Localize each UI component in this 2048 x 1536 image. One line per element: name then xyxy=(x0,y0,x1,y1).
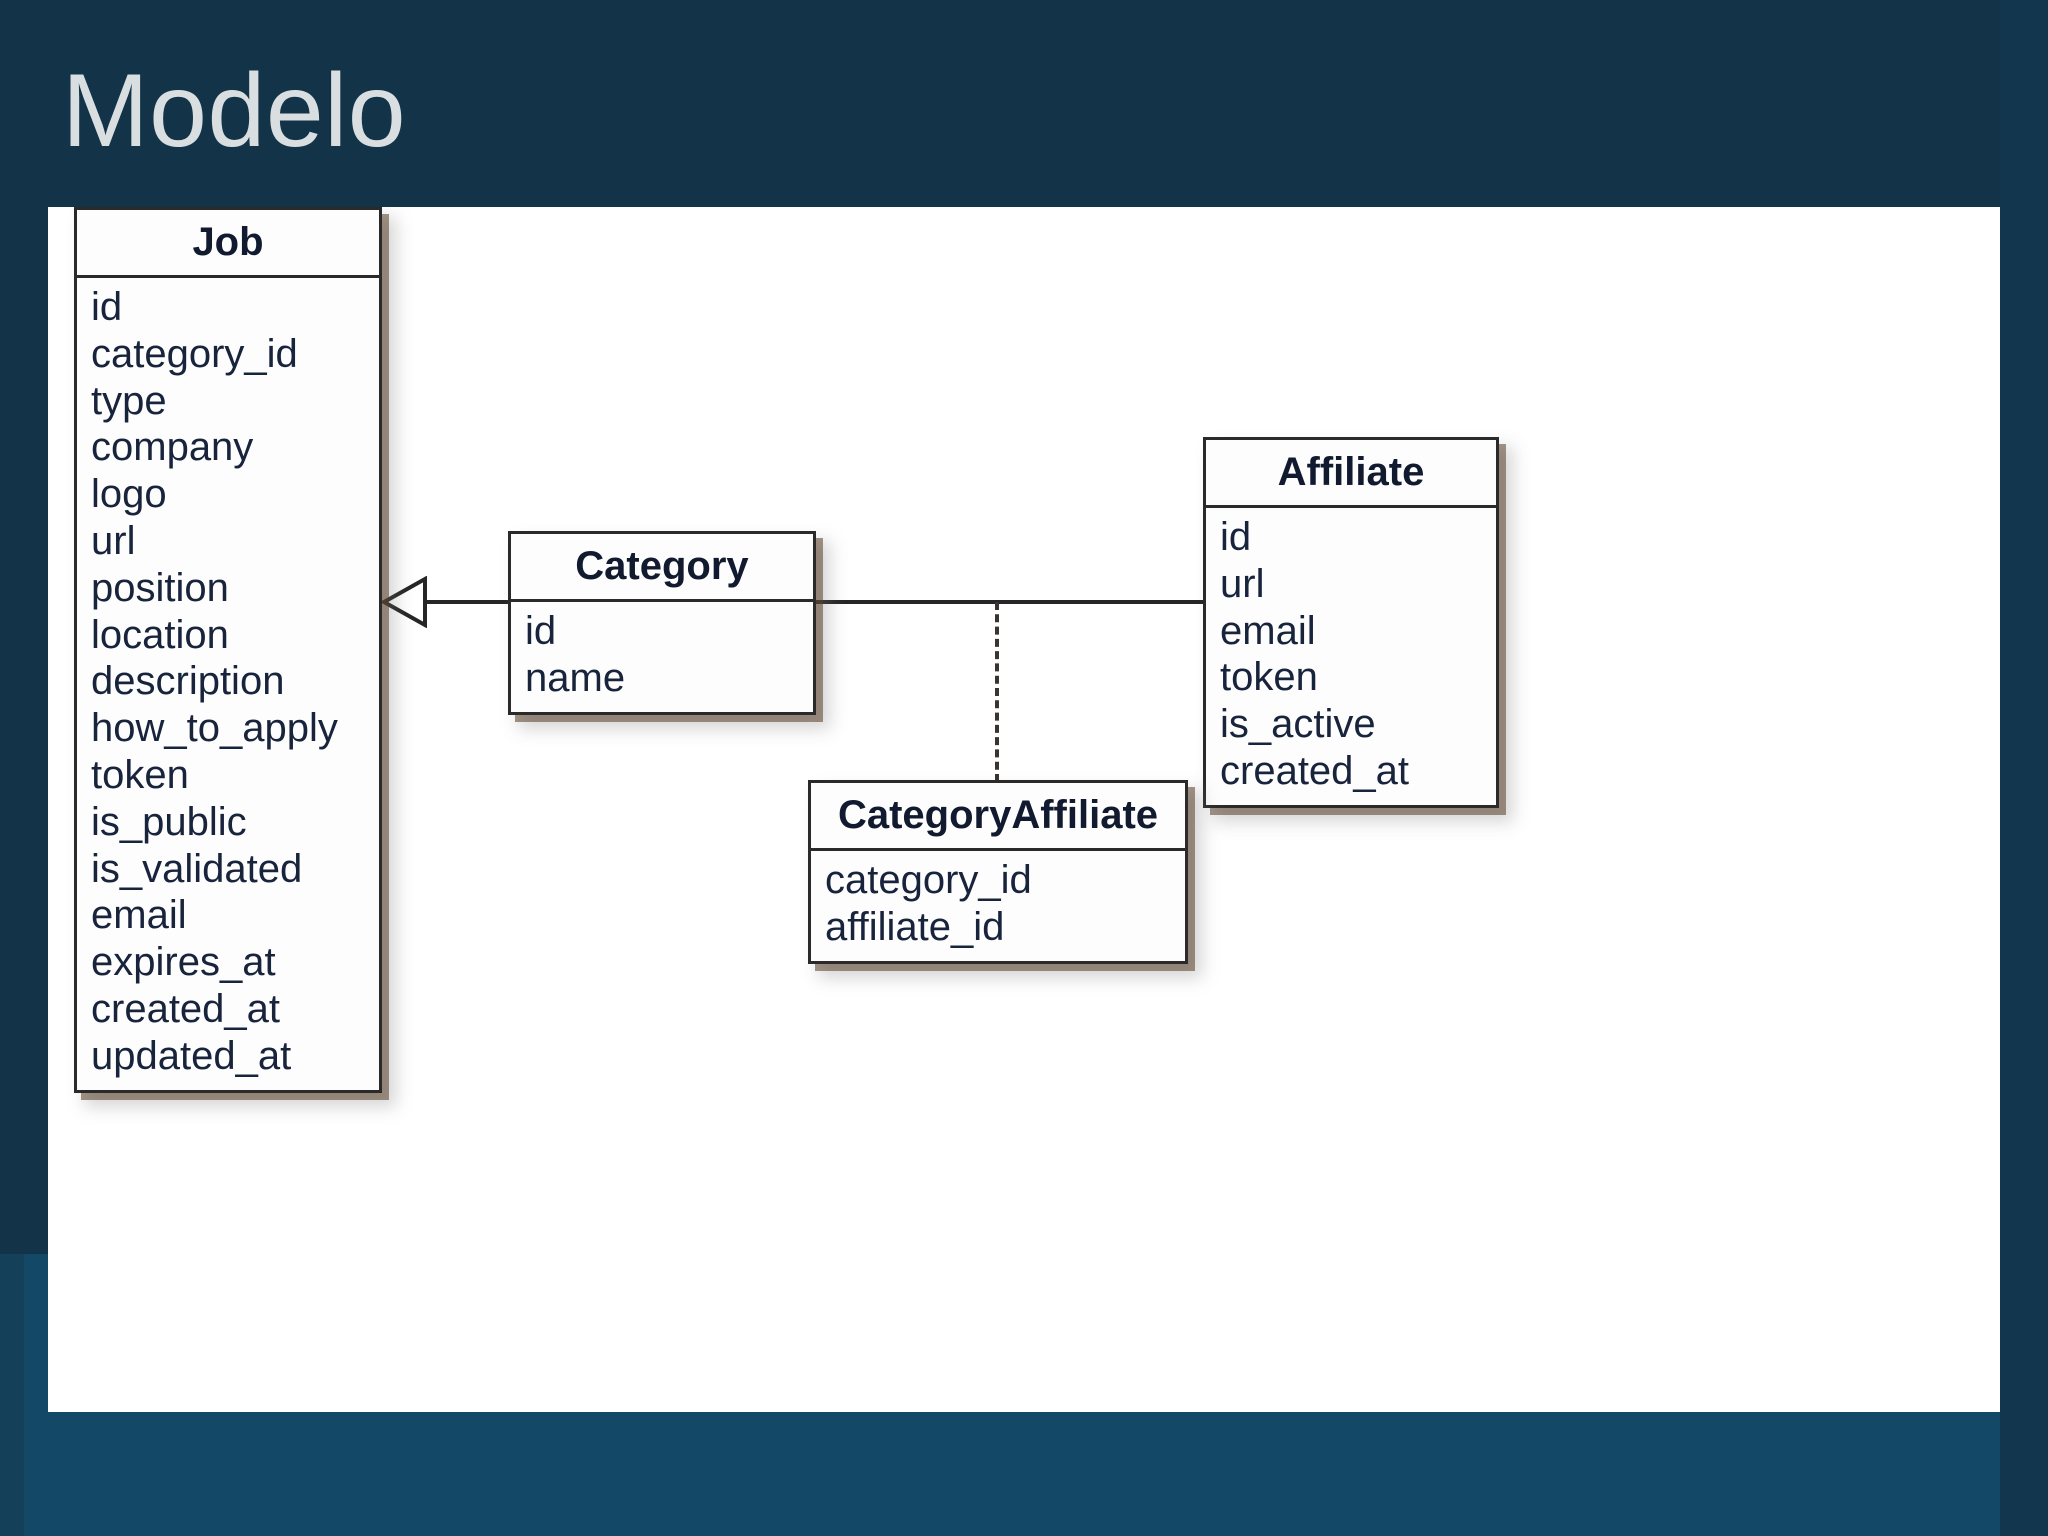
slide-background-right-band xyxy=(2000,0,2048,1536)
uml-field: affiliate_id xyxy=(825,904,1005,949)
connector-category-to-job-line xyxy=(419,600,511,604)
uml-class-category[interactable]: Category id name xyxy=(508,531,816,715)
uml-field: company xyxy=(91,425,254,470)
uml-field: is_validated xyxy=(91,846,303,891)
uml-field-list: id name xyxy=(511,602,813,712)
diagram-panel: Job id category_id type company logo url… xyxy=(48,207,2000,1412)
uml-class-job[interactable]: Job id category_id type company logo url… xyxy=(74,207,382,1093)
uml-field: category_id xyxy=(825,858,1032,902)
uml-field: name xyxy=(525,655,626,700)
uml-class-title: Job xyxy=(77,210,379,278)
uml-field: created_at xyxy=(1220,748,1410,793)
slide-background-lower-left-band xyxy=(0,1254,24,1536)
uml-field: id xyxy=(91,285,123,329)
uml-field: expires_at xyxy=(91,940,276,985)
connector-association-dashed-line xyxy=(995,602,999,782)
uml-field-list: id url email token is_active created_at xyxy=(1206,508,1496,805)
connector-category-to-affiliate-line xyxy=(814,600,1206,604)
uml-field: logo xyxy=(91,472,167,517)
uml-field: position xyxy=(91,565,229,610)
uml-field: is_active xyxy=(1220,702,1376,747)
uml-class-title: Affiliate xyxy=(1206,440,1496,508)
uml-field: how_to_apply xyxy=(91,706,338,751)
uml-class-categoryaffiliate[interactable]: CategoryAffiliate category_id affiliate_… xyxy=(808,780,1188,964)
uml-field-list: category_id affiliate_id xyxy=(811,851,1185,961)
uml-field: token xyxy=(1220,655,1318,700)
uml-field: url xyxy=(1220,561,1265,606)
uml-field: email xyxy=(1220,608,1316,653)
uml-class-affiliate[interactable]: Affiliate id url email token is_active c… xyxy=(1203,437,1499,808)
uml-field: location xyxy=(91,612,229,657)
uml-field: id xyxy=(525,609,557,653)
uml-field: url xyxy=(91,518,136,563)
uml-field: description xyxy=(91,659,285,704)
page-title: Modelo xyxy=(62,53,407,169)
uml-field: updated_at xyxy=(91,1033,292,1078)
uml-field-list: id category_id type company logo url pos… xyxy=(77,278,379,1090)
uml-class-title: CategoryAffiliate xyxy=(811,783,1185,851)
uml-field: id xyxy=(1220,515,1252,559)
uml-field: token xyxy=(91,752,189,797)
uml-field: category_id xyxy=(91,331,298,376)
uml-field: created_at xyxy=(91,986,281,1031)
uml-class-title: Category xyxy=(511,534,813,602)
uml-field: email xyxy=(91,893,187,938)
uml-field: is_public xyxy=(91,799,247,844)
uml-field: type xyxy=(91,378,167,423)
